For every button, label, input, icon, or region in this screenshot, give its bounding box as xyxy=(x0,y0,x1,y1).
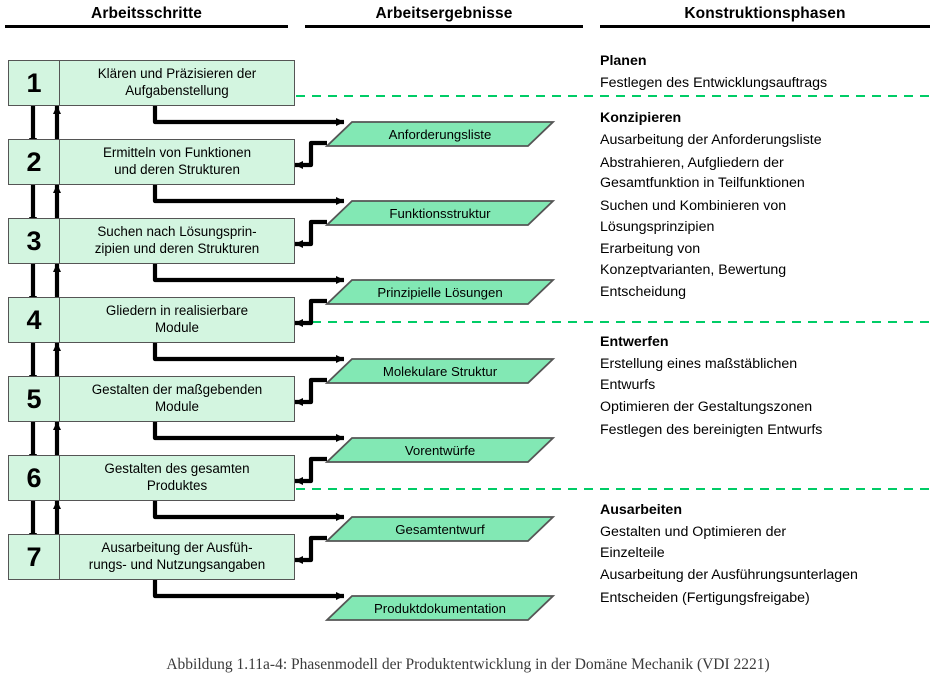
step-label-7: Ausarbeitung der Ausfüh-rungs- und Nutzu… xyxy=(60,535,294,579)
phase-item-ausarbeiten-3: Ausarbeitung der Ausführungsunterlagen xyxy=(600,567,858,584)
phase-item-konzipieren-8: Entscheidung xyxy=(600,284,686,301)
phase-item-konzipieren-1: Ausarbeitung der Anforderungsliste xyxy=(600,132,822,149)
phase-title-entwerfen: Entwerfen xyxy=(600,334,669,350)
link-step4-to-result4 xyxy=(152,343,345,364)
phase-item-entwerfen-3: Optimieren der Gestaltungszonen xyxy=(600,399,813,416)
result-shape-produktdokumentation xyxy=(324,595,556,621)
step-number-2: 2 xyxy=(9,140,60,184)
phase-konzipieren: Konzipieren Ausarbeitung der Anforderung… xyxy=(600,108,936,305)
step-box-3[interactable]: 3 Suchen nach Lösungsprin-zipien und der… xyxy=(8,218,295,264)
step-number-3: 3 xyxy=(9,219,60,263)
step-label-3-line2: zipien und deren Strukturen xyxy=(94,241,260,256)
return-result3-to-step4 xyxy=(294,298,327,328)
column-rule-2 xyxy=(305,25,583,28)
step-label-7-line1: Ausarbeitung der Ausfüh- xyxy=(101,540,253,556)
step-box-7[interactable]: 7 Ausarbeitung der Ausfüh-rungs- und Nut… xyxy=(8,534,295,580)
phase-item-entwerfen-4: Festlegen des bereinigten Entwurfs xyxy=(600,421,823,438)
step-number-5: 5 xyxy=(9,377,60,421)
result-shape-funktionsstruktur xyxy=(324,200,556,226)
step-number-1: 1 xyxy=(9,61,60,105)
step-label-1-line1: Klären und Präzisieren der xyxy=(97,66,257,82)
figure-caption: Abbildung 1.11a-4: Phasenmodell der Prod… xyxy=(166,656,770,673)
return-result2-to-step3 xyxy=(294,219,327,249)
link-step2-to-result2 xyxy=(152,185,345,206)
phase-item-ausarbeiten-1: Gestalten und Optimieren der xyxy=(600,524,787,541)
step-label-6-line2: Produktes xyxy=(146,478,208,493)
phase-item-planen-1: Festlegen des Entwicklungsauftrags xyxy=(600,75,828,92)
column-rule-3 xyxy=(600,25,930,28)
column-header-arbeitsschritte: Arbeitsschritte xyxy=(91,5,202,22)
link-step7-to-result7 xyxy=(152,580,345,601)
step-label-1-line2: Aufgabenstellung xyxy=(125,83,229,98)
phase-item-konzipieren-3: Gesamtfunktion in Teilfunktionen xyxy=(600,175,805,192)
step-label-4-line2: Module xyxy=(155,320,199,335)
result-shape-prinzipielle-loesungen xyxy=(324,279,556,305)
return-result4-to-step5 xyxy=(294,377,327,407)
column-rule-1 xyxy=(5,25,288,28)
step-label-3: Suchen nach Lösungsprin-zipien und deren… xyxy=(60,219,294,263)
phase-item-konzipieren-2: Abstrahieren, Aufgliedern der xyxy=(600,154,784,171)
step-label-7-line2: rungs- und Nutzungsangaben xyxy=(88,557,266,572)
result-shape-anforderungsliste xyxy=(324,121,556,147)
step-label-5-line1: Gestalten der maßgebenden xyxy=(91,382,263,398)
step-label-6-line1: Gestalten des gesamten xyxy=(104,461,250,477)
phase-item-konzipieren-4: Suchen und Kombinieren von xyxy=(600,197,787,214)
phase-ausarbeiten: Ausarbeiten Gestalten und Optimieren der… xyxy=(600,500,936,611)
column-header-arbeitsergebnisse: Arbeitsergebnisse xyxy=(375,5,513,22)
phase-item-konzipieren-5: Lösungsprinzipien xyxy=(600,218,715,235)
phase-item-entwerfen-1: Erstellung eines maßstäblichen xyxy=(600,356,798,373)
result-shape-vorentwuerfe xyxy=(324,437,556,463)
result-shape-gesamtentwurf xyxy=(324,516,556,542)
phase-item-konzipieren-6: Erarbeitung von xyxy=(600,241,701,258)
result-shape-molekulare-struktur xyxy=(324,358,556,384)
step-label-4-line1: Gliedern in realisierbare xyxy=(105,303,249,319)
step-label-2-line2: und deren Strukturen xyxy=(114,162,240,177)
phase-item-ausarbeiten-2: Einzelteile xyxy=(600,544,665,561)
link-step1-to-result1 xyxy=(152,106,345,127)
step-number-6: 6 xyxy=(9,456,60,500)
phase-title-ausarbeiten: Ausarbeiten xyxy=(600,502,682,518)
phase-title-planen: Planen xyxy=(600,53,647,69)
return-result1-to-step2 xyxy=(294,140,327,170)
link-step6-to-result6 xyxy=(152,501,345,522)
phase-planen: Planen Festlegen des Entwicklungsauftrag… xyxy=(600,51,936,96)
phase-item-konzipieren-7: Konzeptvarianten, Bewertung xyxy=(600,261,787,278)
link-step5-to-result5 xyxy=(152,422,345,443)
step-label-3-line1: Suchen nach Lösungsprin- xyxy=(97,224,257,240)
phase-title-konzipieren: Konzipieren xyxy=(600,110,682,126)
column-header-konstruktionsphasen: Konstruktionsphasen xyxy=(684,5,846,22)
step-label-2-line1: Ermitteln von Funktionen xyxy=(102,145,252,161)
link-step3-to-result3 xyxy=(152,264,345,285)
phase-item-ausarbeiten-4: Entscheiden (Fertigungsfreigabe) xyxy=(600,589,810,606)
return-result6-to-step7 xyxy=(294,535,327,565)
step-number-4: 4 xyxy=(9,298,60,342)
step-label-5-line2: Module xyxy=(155,399,199,414)
phase-entwerfen: Entwerfen Erstellung eines maßstäblichen… xyxy=(600,332,936,443)
phase-item-entwerfen-2: Entwurfs xyxy=(600,376,656,393)
return-result5-to-step6 xyxy=(294,456,327,486)
step-number-7: 7 xyxy=(9,535,60,579)
